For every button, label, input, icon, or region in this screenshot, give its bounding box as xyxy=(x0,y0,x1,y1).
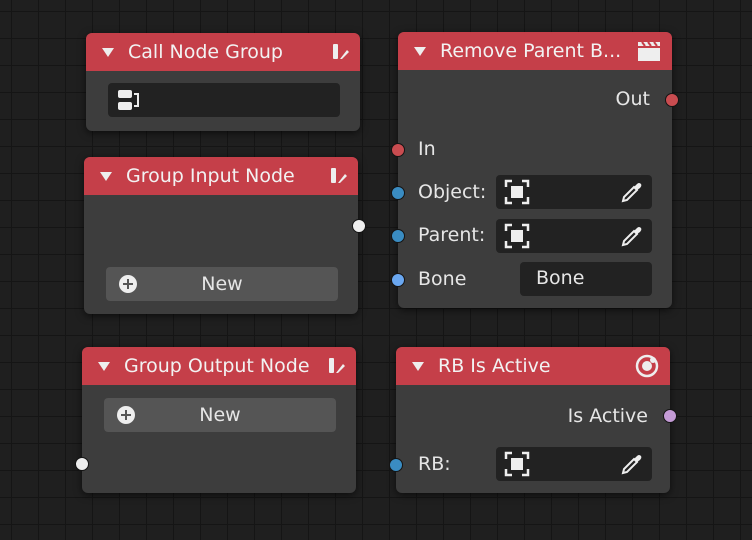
clapperboard-icon xyxy=(636,39,662,63)
new-button-label: New xyxy=(201,273,243,295)
remove-parent-bone-node[interactable]: Remove Parent B... Out In Object: Parent… xyxy=(391,32,679,308)
plus-circle-icon xyxy=(116,405,136,430)
object-select-icon xyxy=(504,223,530,253)
brush-icon xyxy=(328,166,348,186)
new-button[interactable]: New xyxy=(104,398,336,432)
object-select-icon xyxy=(504,451,530,481)
object-field[interactable] xyxy=(496,175,652,209)
collapse-arrow-icon[interactable] xyxy=(414,46,426,56)
eyedropper-icon[interactable] xyxy=(620,452,644,480)
node-header[interactable]: Remove Parent B... xyxy=(398,32,672,70)
call-node-group-node[interactable]: Call Node Group xyxy=(86,33,360,131)
bone-socket[interactable] xyxy=(391,273,405,287)
new-button[interactable]: New xyxy=(106,267,338,301)
plus-circle-icon xyxy=(118,274,138,299)
node-header[interactable]: Group Input Node xyxy=(84,157,358,195)
output-socket[interactable] xyxy=(663,409,677,423)
in-socket[interactable] xyxy=(391,143,405,157)
collapse-arrow-icon[interactable] xyxy=(98,361,110,371)
rb-socket[interactable] xyxy=(389,458,403,472)
collapse-arrow-icon[interactable] xyxy=(412,361,424,371)
node-title: RB Is Active xyxy=(438,355,551,377)
brush-icon xyxy=(330,42,350,62)
object-label: Object: xyxy=(418,181,487,203)
collapse-arrow-icon[interactable] xyxy=(102,47,114,57)
node-group-icon xyxy=(116,87,142,117)
node-title: Group Input Node xyxy=(126,165,295,187)
bone-label: Bone xyxy=(418,268,467,290)
node-header[interactable]: Group Output Node xyxy=(82,347,356,385)
parent-socket[interactable] xyxy=(391,229,405,243)
node-header[interactable]: Call Node Group xyxy=(86,33,360,71)
node-group-selector[interactable] xyxy=(108,83,340,117)
node-title: Group Output Node xyxy=(124,355,310,377)
eyedropper-icon[interactable] xyxy=(620,224,644,252)
object-select-icon xyxy=(504,179,530,209)
rb-label: RB: xyxy=(418,453,451,475)
rb-field[interactable] xyxy=(496,447,652,481)
eyedropper-icon[interactable] xyxy=(620,180,644,208)
object-socket[interactable] xyxy=(391,186,405,200)
group-output-node[interactable]: Group Output Node New xyxy=(75,347,356,493)
is-active-label: Is Active xyxy=(567,405,648,427)
node-title: Call Node Group xyxy=(128,41,283,63)
new-button-label: New xyxy=(199,404,241,426)
node-title: Remove Parent B... xyxy=(440,40,622,62)
node-header[interactable]: RB Is Active xyxy=(396,347,670,385)
in-label: In xyxy=(418,138,436,160)
group-input-node[interactable]: Group Input Node New xyxy=(84,157,366,314)
bone-field-value: Bone xyxy=(536,267,585,289)
rb-is-active-node[interactable]: RB Is Active Is Active RB: xyxy=(389,347,677,493)
collapse-arrow-icon[interactable] xyxy=(100,171,112,181)
target-icon xyxy=(634,353,660,379)
parent-field[interactable] xyxy=(496,219,652,253)
brush-icon xyxy=(326,356,346,376)
bone-field[interactable]: Bone xyxy=(520,262,652,296)
output-socket[interactable] xyxy=(352,219,366,233)
input-socket[interactable] xyxy=(75,457,89,471)
out-label: Out xyxy=(615,88,650,110)
parent-label: Parent: xyxy=(418,224,486,246)
output-socket[interactable] xyxy=(665,93,679,107)
